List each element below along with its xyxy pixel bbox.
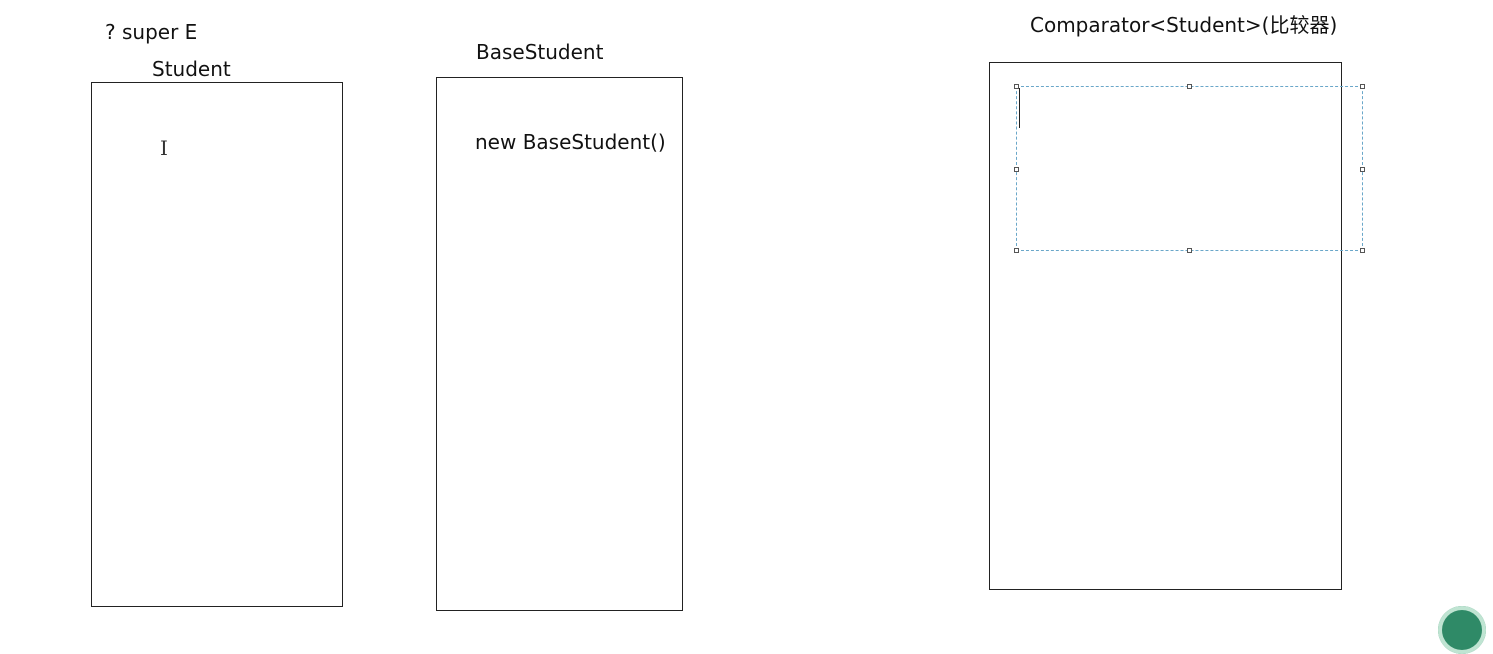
text-cursor-icon: I [160, 136, 168, 160]
new-base-student-label: new BaseStudent() [475, 130, 666, 154]
comparator-label: Comparator<Student>(比较器) [1030, 13, 1338, 37]
student-box [91, 82, 343, 607]
logo-icon [1438, 606, 1486, 654]
resize-handle-top-center[interactable] [1187, 84, 1192, 89]
resize-handle-middle-left[interactable] [1014, 167, 1019, 172]
resize-handle-bottom-center[interactable] [1187, 248, 1192, 253]
resize-handle-bottom-right[interactable] [1360, 248, 1365, 253]
resize-handle-top-right[interactable] [1360, 84, 1365, 89]
base-student-box [436, 77, 683, 611]
caret [1019, 88, 1020, 128]
base-student-label: BaseStudent [476, 40, 604, 64]
comparator-box [989, 62, 1342, 590]
super-e-label: ? super E [105, 20, 198, 44]
resize-handle-middle-right[interactable] [1360, 167, 1365, 172]
resize-handle-top-left[interactable] [1014, 84, 1019, 89]
selected-text-frame[interactable] [1016, 86, 1363, 251]
resize-handle-bottom-left[interactable] [1014, 248, 1019, 253]
student-label: Student [152, 57, 231, 81]
